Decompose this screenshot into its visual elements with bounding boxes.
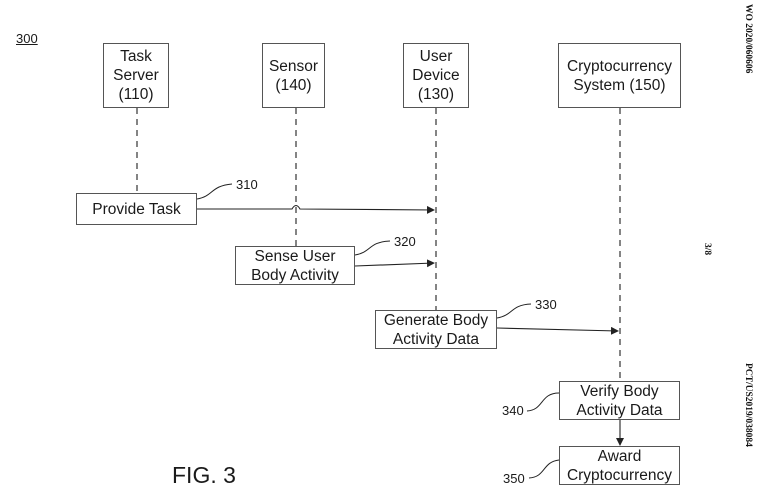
step-label: Award Cryptocurrency bbox=[566, 447, 673, 484]
publication-number: WO 2020/060606 bbox=[743, 4, 753, 74]
arrow-sense-activity bbox=[354, 259, 435, 268]
leader-350 bbox=[528, 459, 560, 479]
step-verify-body-activity-data: Verify Body Activity Data bbox=[559, 381, 680, 420]
application-number: PCT/US2019/038084 bbox=[743, 363, 753, 447]
step-provide-task: Provide Task bbox=[76, 193, 197, 225]
leader-320 bbox=[354, 240, 391, 256]
step-label: Generate Body Activity Data bbox=[383, 311, 489, 348]
figure-label: FIG. 3 bbox=[172, 462, 236, 488]
participant-label: User Device (130) bbox=[412, 48, 460, 103]
step-label: Verify Body Activity Data bbox=[576, 382, 663, 419]
step-sense-user-body-activity: Sense User Body Activity bbox=[235, 246, 355, 285]
step-award-cryptocurrency: Award Cryptocurrency bbox=[559, 446, 680, 485]
leader-340 bbox=[526, 392, 560, 412]
arrow-provide-task bbox=[197, 204, 435, 214]
arrow-generate-data bbox=[496, 326, 619, 335]
step-label: Sense User Body Activity bbox=[251, 247, 339, 284]
step-generate-body-activity-data: Generate Body Activity Data bbox=[375, 310, 497, 349]
figure-reference-number: 300 bbox=[16, 31, 38, 46]
participant-label: Task Server (110) bbox=[113, 48, 159, 103]
participant-sensor: Sensor (140) bbox=[262, 43, 325, 108]
step-label: Provide Task bbox=[92, 200, 181, 218]
participant-label: Sensor (140) bbox=[268, 57, 319, 94]
participant-user-device: User Device (130) bbox=[403, 43, 469, 108]
leader-310 bbox=[196, 183, 233, 200]
step-ref-340: 340 bbox=[502, 403, 524, 418]
participant-crypto-system: Cryptocurrency System (150) bbox=[558, 43, 681, 108]
step-ref-350: 350 bbox=[503, 471, 525, 486]
sheet-number: 3/8 bbox=[702, 243, 712, 256]
participant-label: Cryptocurrency System (150) bbox=[566, 57, 673, 94]
step-ref-310: 310 bbox=[236, 177, 258, 192]
step-ref-320: 320 bbox=[394, 234, 416, 249]
leader-330 bbox=[496, 303, 532, 319]
step-ref-330: 330 bbox=[535, 297, 557, 312]
participant-task-server: Task Server (110) bbox=[103, 43, 169, 108]
